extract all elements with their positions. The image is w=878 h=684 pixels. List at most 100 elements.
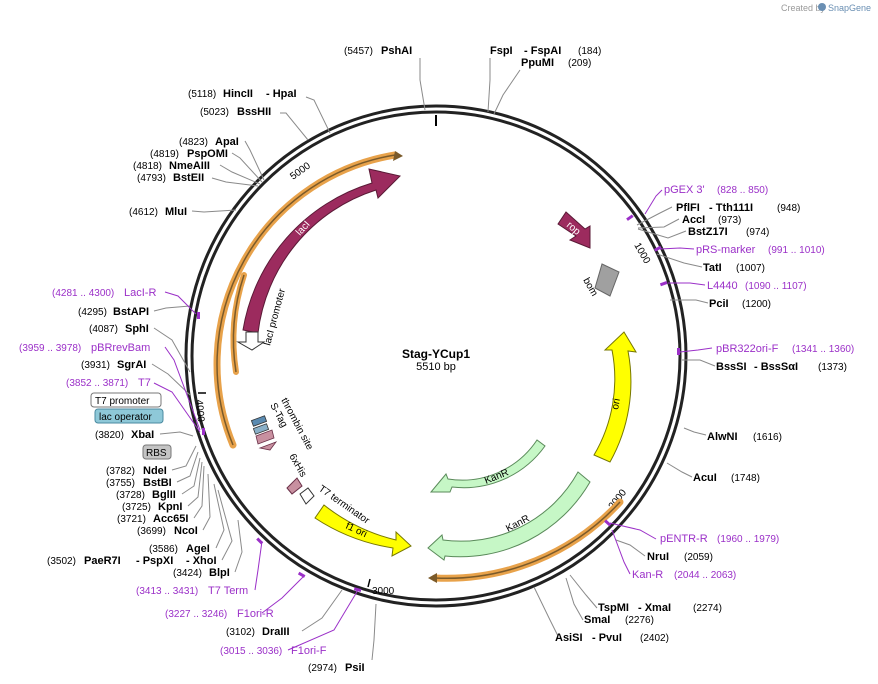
enzyme-pvui: - PvuI xyxy=(592,632,622,644)
feature-bom xyxy=(594,263,620,297)
enzyme-hincii-position: (5118) xyxy=(188,89,216,100)
enzyme-pshai: PshAI xyxy=(381,45,412,57)
enzyme-bsssi-position: (1373) xyxy=(818,362,847,373)
enzyme-agei-position: (3586) xyxy=(149,544,178,555)
orf-arc-laci-outer-core xyxy=(216,154,396,446)
feature-rop xyxy=(557,211,591,249)
primer-kanr-range: (2044 .. 2063) xyxy=(674,570,736,581)
leader-pentrr xyxy=(609,522,657,540)
enzyme-xmai: - XmaI xyxy=(638,602,671,614)
primer-pgex3-range: (828 .. 850) xyxy=(717,185,768,196)
primer-t7: T7 xyxy=(138,377,151,389)
leader-bsteii xyxy=(211,177,259,187)
primer-mark-t7term xyxy=(256,537,264,545)
enzyme-kpni: KpnI xyxy=(158,501,182,513)
labels-right: pGEX 3' (828 .. 850) PflFI - Tth111I (94… xyxy=(555,184,854,644)
primer-mark-f1orir xyxy=(297,571,306,578)
backbone-outer-ring xyxy=(184,104,688,608)
enzyme-ppumi: PpuMI xyxy=(521,57,554,69)
orf-arc-kanr-head xyxy=(428,573,437,583)
enzyme-psii-position: (2974) xyxy=(308,663,337,674)
leader-pgex3 xyxy=(644,189,663,215)
feature-kanr-2 xyxy=(427,471,591,561)
enzyme-ncoi: NcoI xyxy=(174,525,198,537)
leader-pshai xyxy=(419,58,426,111)
enzyme-bstbi-position: (3755) xyxy=(106,478,135,489)
enzyme-nrui-position: (2059) xyxy=(684,552,713,563)
primer-f1orif-range: (3015 .. 3036) xyxy=(220,646,282,657)
leader-bsssi xyxy=(682,359,716,367)
leader-asisi xyxy=(533,586,559,637)
enzyme-asisi: AsiSI xyxy=(555,632,583,644)
enzyme-hpai: - HpaI xyxy=(266,88,297,100)
plasmid-name: Stag-YCup1 xyxy=(402,347,470,361)
enzyme-mlui-position: (4612) xyxy=(129,207,158,218)
enzyme-bglii: BglII xyxy=(152,489,176,501)
primer-marks xyxy=(197,214,680,593)
feature-stag xyxy=(255,429,275,445)
enzyme-paer7i: PaeR7I xyxy=(84,555,121,567)
leader-pcii xyxy=(670,299,709,304)
enzyme-acui-position: (1748) xyxy=(731,473,760,484)
rbs-box xyxy=(142,444,172,460)
leader-t7term xyxy=(254,540,263,591)
primer-pbr322orif: pBR322ori-F xyxy=(716,343,779,355)
enzyme-bsssi: BssSI xyxy=(716,361,747,373)
enzyme-mlui: MluI xyxy=(165,206,187,218)
primer-pbr322orif-range: (1341 .. 1360) xyxy=(792,344,854,355)
leader-pbr322orif xyxy=(679,347,713,353)
brand-label: SnapGene xyxy=(828,3,871,13)
leader-psii xyxy=(371,603,377,661)
orf-arc-kanr-core xyxy=(434,501,621,580)
enzyme-nmeaiii-position: (4818) xyxy=(133,161,162,172)
enzyme-apai-position: (4823) xyxy=(179,137,208,148)
enzyme-kpni-position: (3725) xyxy=(122,502,151,513)
feature-f1-ori xyxy=(314,504,412,557)
enzyme-sgrai-position: (3931) xyxy=(81,360,110,371)
feature-laci xyxy=(242,168,401,334)
feature-bom-label: bom xyxy=(580,276,599,298)
feature-stag-box xyxy=(252,423,270,435)
leader-lacir xyxy=(164,291,197,315)
enzyme-tspmi-position: (2274) xyxy=(693,603,722,614)
enzyme-bsssai: - BssSαI xyxy=(754,361,798,373)
enzyme-acc65i: Acc65I xyxy=(153,513,188,525)
primer-prsmarker-range: (991 .. 1010) xyxy=(768,245,825,256)
enzyme-labels-top: (5457) PshAI FspI - FspAI (184) PpuMI (2… xyxy=(344,45,601,69)
feature-stag-arrow xyxy=(258,441,278,451)
leader-bglii xyxy=(181,457,201,495)
primer-pgex3: pGEX 3' xyxy=(664,184,705,196)
tick-5000: 5000 xyxy=(288,160,313,182)
enzyme-hincii: HincII xyxy=(223,88,253,100)
enzyme-smai: SmaI xyxy=(584,614,610,626)
feature-thrombin-site xyxy=(250,415,268,427)
leader-blpi xyxy=(234,519,243,573)
leader-draiii xyxy=(301,589,343,632)
enzyme-fspi: FspI xyxy=(490,45,513,57)
leader-acui xyxy=(666,462,693,478)
enzyme-bsshii: BssHII xyxy=(237,106,271,118)
primer-lacir: LacI-R xyxy=(124,287,156,299)
leader-tspmi xyxy=(569,574,598,609)
tick-mark-3000 xyxy=(367,578,371,588)
leader-nrui xyxy=(615,539,646,557)
enzyme-pspomi: PspOMI xyxy=(187,148,228,160)
backbone xyxy=(184,104,688,608)
enzyme-smai-position: (2276) xyxy=(625,615,654,626)
primer-mark-pbrrevbam xyxy=(202,428,205,435)
enzyme-blpi-position: (3424) xyxy=(173,568,202,579)
enzyme-alwni: AlwNI xyxy=(707,431,738,443)
enzyme-ppumi-position: (209) xyxy=(568,58,591,69)
feature-t7-terminator xyxy=(299,487,315,505)
primer-pbrrevbam: pBRrevBam xyxy=(91,342,150,354)
plasmid-length: 5510 bp xyxy=(416,361,456,373)
primer-l4440-range: (1090 .. 1107) xyxy=(745,281,807,292)
leader-sgrai xyxy=(151,363,191,396)
leader-acc65i xyxy=(193,465,205,519)
enzyme-xbai-position: (3820) xyxy=(95,430,124,441)
feature-laci-promoter xyxy=(236,331,266,351)
enzyme-acui: AcuI xyxy=(693,472,717,484)
primer-mark-prsmarker xyxy=(653,245,662,252)
leader-pspomi xyxy=(231,152,263,183)
snapgene-logo-icon xyxy=(818,3,826,11)
